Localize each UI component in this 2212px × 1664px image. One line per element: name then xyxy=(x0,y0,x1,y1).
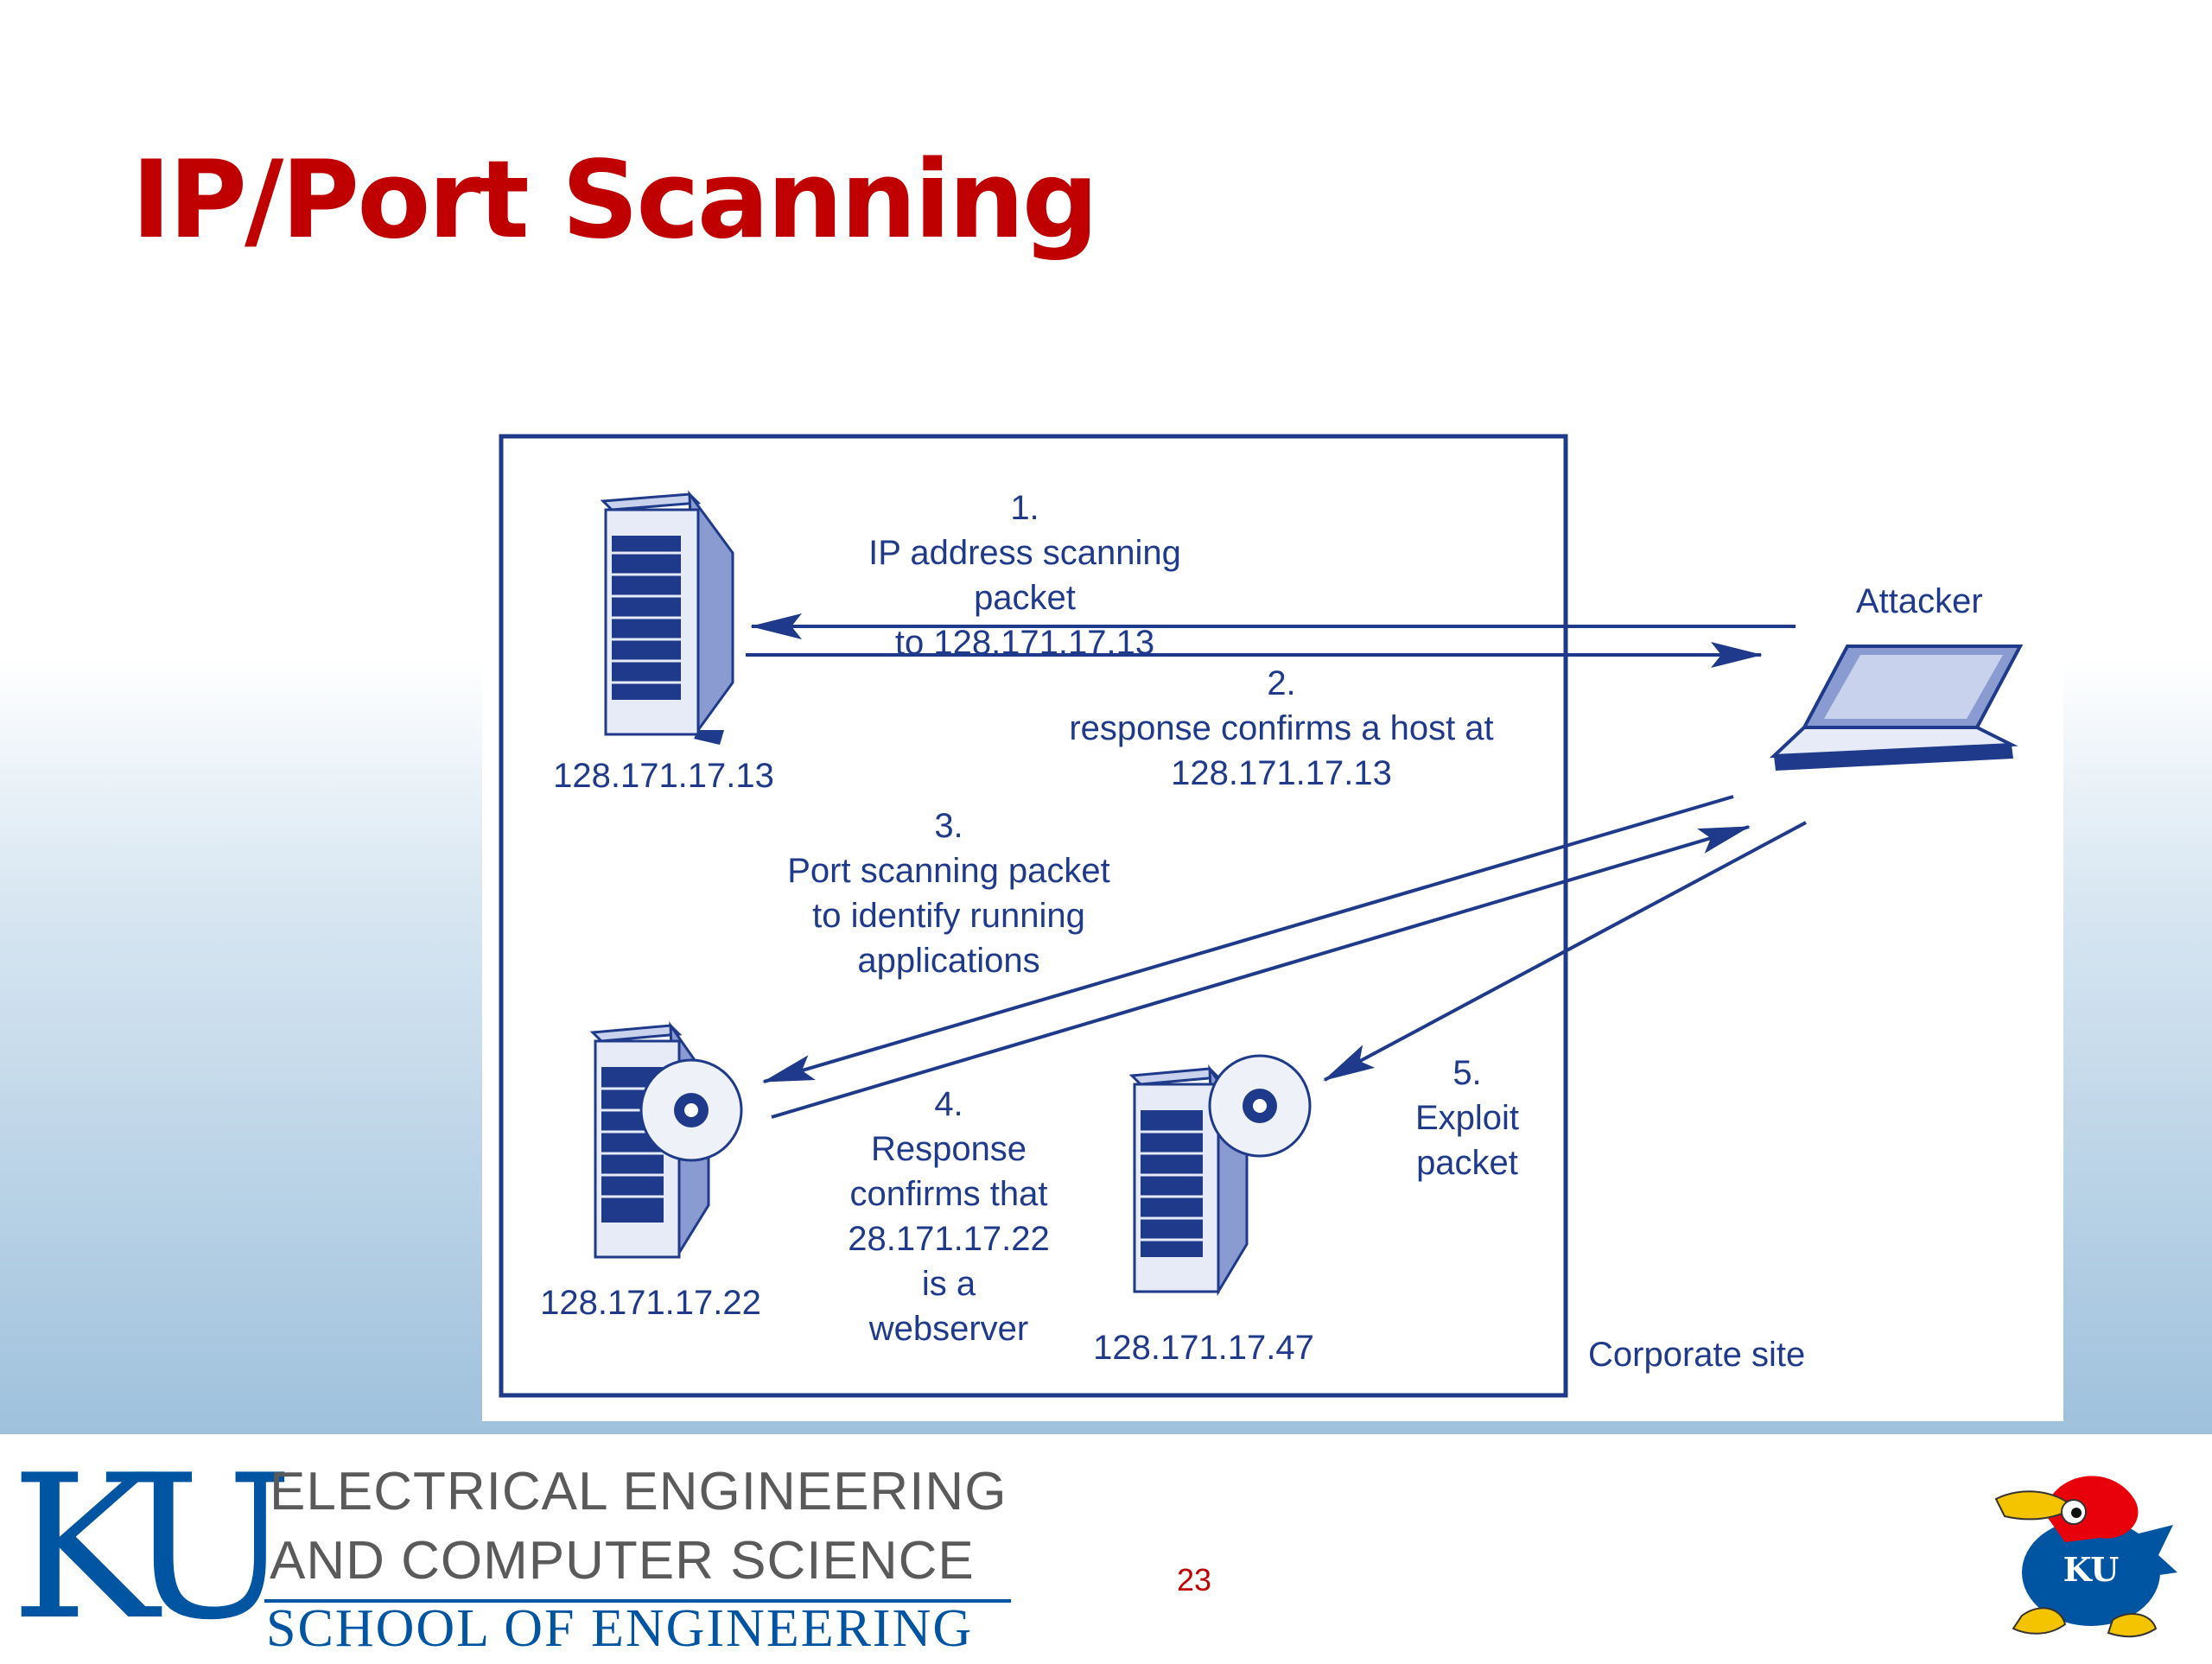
arrow-step5 xyxy=(1323,821,1807,1082)
corporate-site-label: Corporate site xyxy=(1588,1336,1806,1374)
corporate-site-boundary xyxy=(499,434,1568,1398)
dept-line-1: ELECTRICAL ENGINEERING xyxy=(270,1462,1007,1521)
laptop-icon xyxy=(1769,645,2024,771)
page-number: 23 xyxy=(1177,1562,1212,1597)
jayhawk-mascot-icon: KU xyxy=(1994,1476,2177,1638)
host1-address: 128.171.17.13 xyxy=(553,757,774,795)
dept-line-2: AND COMPUTER SCIENCE xyxy=(270,1531,975,1591)
ku-logo: KU xyxy=(10,1433,294,1664)
step1-label: 1. IP address scanning packet to 128.171… xyxy=(868,489,1181,662)
target-server-icon xyxy=(1128,1054,1312,1297)
step3-label: 3. Port scanning packet to identify runn… xyxy=(787,807,1110,980)
slide-title: IP/Port Scanning xyxy=(131,138,1099,263)
mascot-letters: KU xyxy=(2063,1550,2120,1589)
host3-address: 128.171.17.47 xyxy=(1093,1329,1314,1367)
diagram-canvas xyxy=(499,434,2024,1398)
host2-address: 128.171.17.22 xyxy=(540,1284,761,1322)
footer xyxy=(0,1434,2212,1659)
network-diagram: 1. IP address scanning packet to 128.171… xyxy=(482,423,2063,1421)
footer-divider xyxy=(264,1599,1011,1603)
arrow-step3 xyxy=(762,795,1734,1083)
attacker-label: Attacker xyxy=(1856,582,1983,620)
school-name: SCHOOL OF ENGINEERING xyxy=(266,1599,974,1658)
step2-label: 2. response confirms a host at 128.171.1… xyxy=(1069,664,1494,792)
step4-label: 4. Response confirms that 28.171.17.22 i… xyxy=(848,1085,1050,1348)
webserver-icon xyxy=(589,1020,743,1259)
step5-label: 5. Exploit packet xyxy=(1414,1054,1520,1182)
arrow-step4 xyxy=(771,825,1751,1119)
server-icon xyxy=(600,490,734,745)
